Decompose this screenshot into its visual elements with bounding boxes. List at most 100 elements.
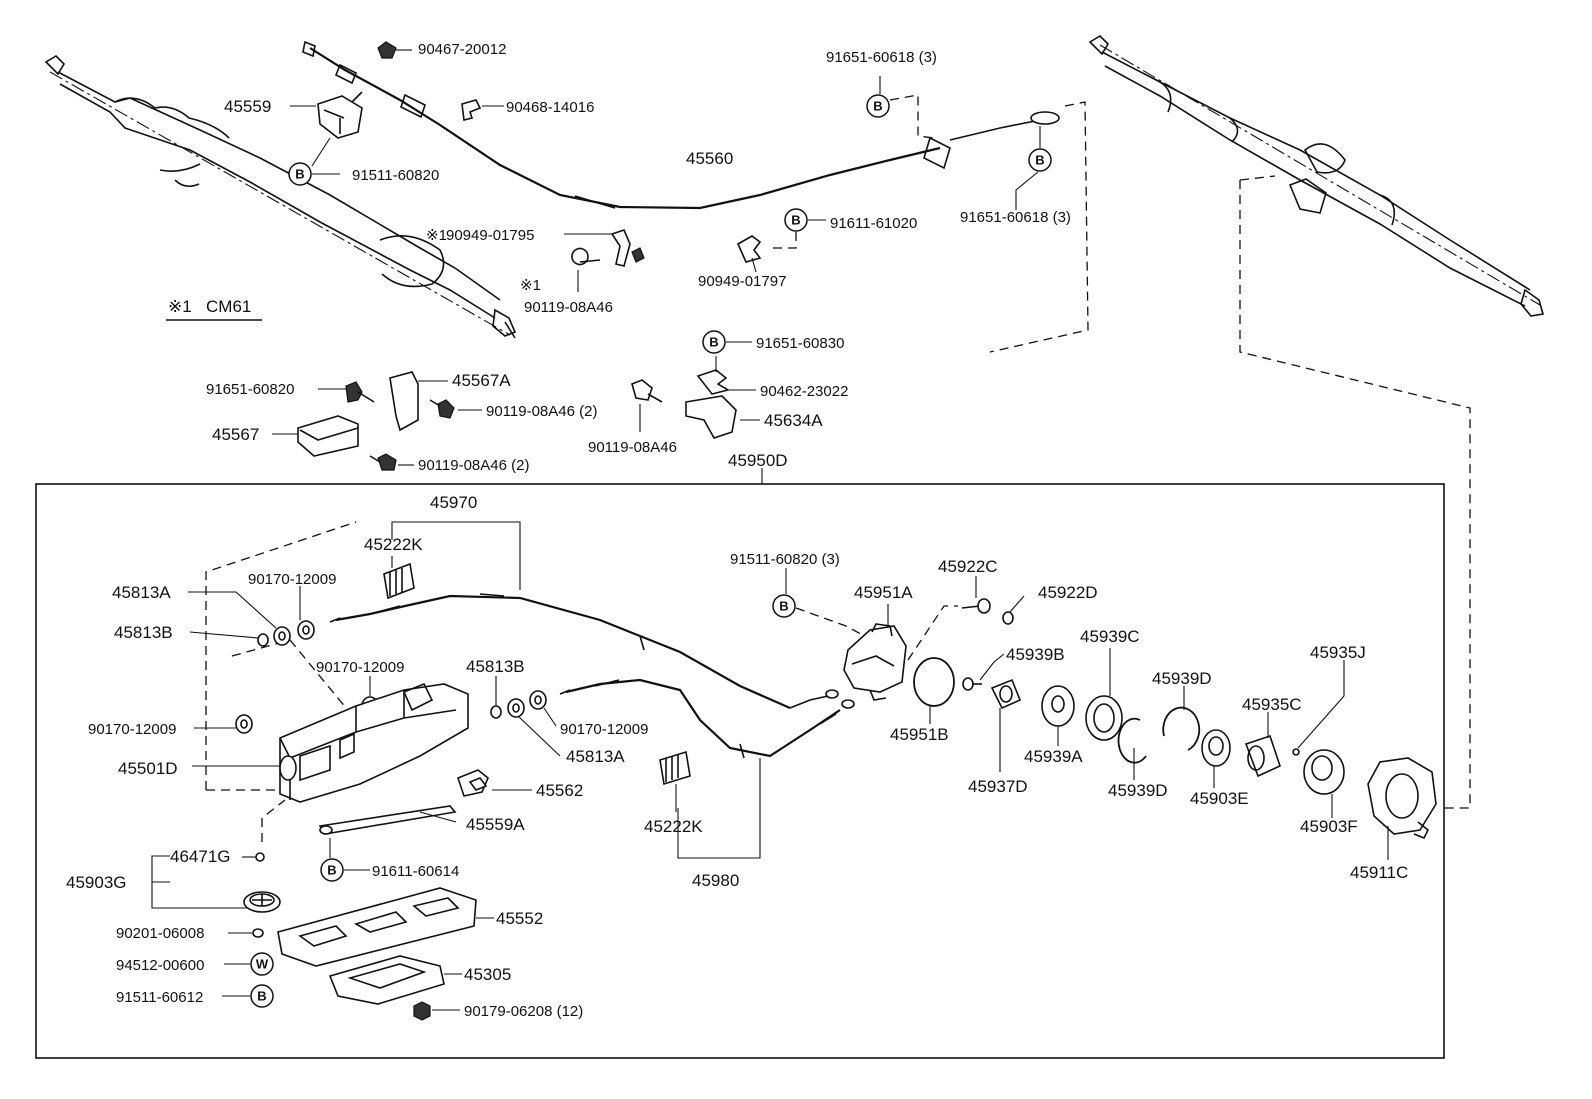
label-90468-14016: 90468-14016 — [506, 99, 594, 116]
label-90170-12009-c: 90170-12009 — [88, 721, 176, 738]
label-45560: 45560 — [686, 149, 733, 168]
nut-90170-12009-d — [529, 690, 557, 727]
svg-text:W: W — [256, 957, 269, 972]
label-90179-06208: 90179-06208 (12) — [464, 1003, 583, 1020]
clip-90949-01797 — [736, 235, 762, 273]
bolt-symbol-91511-60612: B — [222, 984, 274, 1008]
label-90949-01797: 90949-01797 — [698, 273, 786, 290]
label-90119-08A46-2b: 90119-08A46 (2) — [418, 457, 529, 474]
label-45567: 45567 — [212, 425, 259, 444]
label-45552: 45552 — [496, 909, 543, 928]
svg-text:B: B — [257, 989, 266, 1004]
bolt-symbol-91611-60614: B — [320, 838, 370, 882]
boot-45903G — [243, 891, 281, 913]
cable-45970 — [329, 593, 839, 710]
label-45935C: 45935C — [1242, 695, 1302, 714]
bracket-45980 — [677, 758, 761, 859]
washer-45813B-b — [490, 676, 502, 719]
clip-45562 — [457, 769, 532, 797]
label-91651-60830: 91651-60830 — [756, 335, 844, 352]
svg-text:B: B — [1035, 153, 1044, 168]
svg-text:B: B — [791, 213, 800, 228]
washer-45813A-b — [507, 698, 561, 757]
label-90119-08A46-mid: 90119-08A46 — [588, 439, 677, 456]
model-mark-90119: ※1 — [520, 277, 541, 294]
svg-text:B: B — [327, 863, 336, 878]
label-45903G: 45903G — [66, 873, 127, 892]
svg-text:B: B — [873, 99, 882, 114]
label-45559: 45559 — [224, 97, 271, 116]
svg-text:B: B — [295, 167, 304, 182]
nut-90179-06208 — [413, 1001, 460, 1021]
nut-90170-12009-c — [194, 714, 253, 734]
clip-90462-23022 — [696, 356, 756, 395]
clamp-90949-01795 — [564, 229, 645, 267]
label-45922D: 45922D — [1038, 583, 1098, 602]
label-90119-08A46-top: 90119-08A46 — [524, 299, 613, 316]
dash-link-46471G — [261, 799, 286, 842]
bolt-symbol-91511-60820-3: B — [772, 568, 796, 618]
boot-45903F — [1303, 749, 1345, 818]
label-91651-60618-a: 91651-60618 (3) — [826, 49, 937, 66]
dash-link-right — [1239, 175, 1471, 809]
housing-45951A — [843, 604, 907, 701]
label-45903F: 45903F — [1300, 817, 1358, 836]
bracket-45559 — [290, 91, 363, 167]
nut-90170-12009-a — [297, 586, 315, 640]
svg-text:※1: ※1 — [520, 277, 541, 294]
bolt-symbol-91611-61020: B — [768, 208, 826, 249]
label-91511-60820-3: 91511-60820 (3) — [730, 551, 840, 568]
svg-text:※1: ※1 — [426, 227, 447, 244]
housing-45911C — [1367, 757, 1437, 860]
label-90201-06008: 90201-06008 — [116, 925, 204, 942]
bracket-45634A — [685, 395, 760, 439]
bracket-45567 — [272, 415, 359, 457]
bolt-symbol-91651-60618-a: B — [866, 76, 890, 118]
label-45939A: 45939A — [1024, 747, 1083, 766]
bolt-symbol-91651-60618-b: B — [1015, 126, 1052, 210]
label-90467-20012: 90467-20012 — [418, 41, 506, 58]
nut-46471G — [242, 852, 265, 862]
bracket-45567A — [389, 371, 448, 432]
cable-45560 — [302, 40, 1060, 210]
label-45559A: 45559A — [466, 815, 525, 834]
bolt-91651-60820 — [318, 381, 375, 403]
label-45634A: 45634A — [764, 411, 823, 430]
label-45567A: 45567A — [452, 371, 511, 390]
bolt-90201-06008 — [228, 928, 264, 938]
bracket-45970 — [391, 521, 521, 590]
label-45939D-a: 45939D — [1108, 781, 1168, 800]
label-45950D: 45950D — [728, 451, 788, 470]
label-94512-00600: 94512-00600 — [116, 957, 204, 974]
label-90119-08A46-2a: 90119-08A46 (2) — [486, 403, 597, 420]
label-45813B: 45813B — [114, 623, 173, 642]
dash-link-45922C — [907, 605, 958, 661]
snapring-45939D-b — [1162, 686, 1201, 751]
bolt-45922C — [961, 576, 991, 614]
label-45937D: 45937D — [968, 777, 1028, 796]
label-91651-60820: 91651-60820 — [206, 381, 294, 398]
ring-45922D — [1002, 595, 1025, 625]
label-45911C: 45911C — [1350, 863, 1408, 882]
model-mark-90949: ※1 — [426, 227, 447, 244]
spring-45222K-a — [383, 556, 415, 600]
label-45980: 45980 — [692, 871, 739, 890]
bolt-symbol-91651-60830: B — [702, 330, 752, 354]
label-90170-12009-d: 90170-12009 — [560, 721, 648, 738]
steering-rack-left — [44, 54, 517, 339]
label-45813A: 45813A — [112, 583, 171, 602]
steering-rack-right — [1088, 34, 1545, 317]
washer-45813B — [189, 631, 269, 647]
label-45939C: 45939C — [1080, 627, 1140, 646]
clip-90468-14016 — [461, 99, 504, 121]
dash-link-b-top — [889, 94, 935, 139]
washer-symbol-94512-00600: W — [224, 952, 274, 976]
bolt-90119-08A46-top — [571, 247, 601, 292]
svg-text:B: B — [709, 335, 718, 350]
cable-45980 — [559, 678, 855, 759]
bolt-90119-08A46-mid — [631, 379, 663, 432]
dash-link-top-right — [989, 101, 1089, 353]
label-91651-60618-b: 91651-60618 (3) — [960, 209, 1071, 226]
label-45222K-a: 45222K — [364, 535, 423, 554]
label-45939D-b: 45939D — [1152, 669, 1212, 688]
